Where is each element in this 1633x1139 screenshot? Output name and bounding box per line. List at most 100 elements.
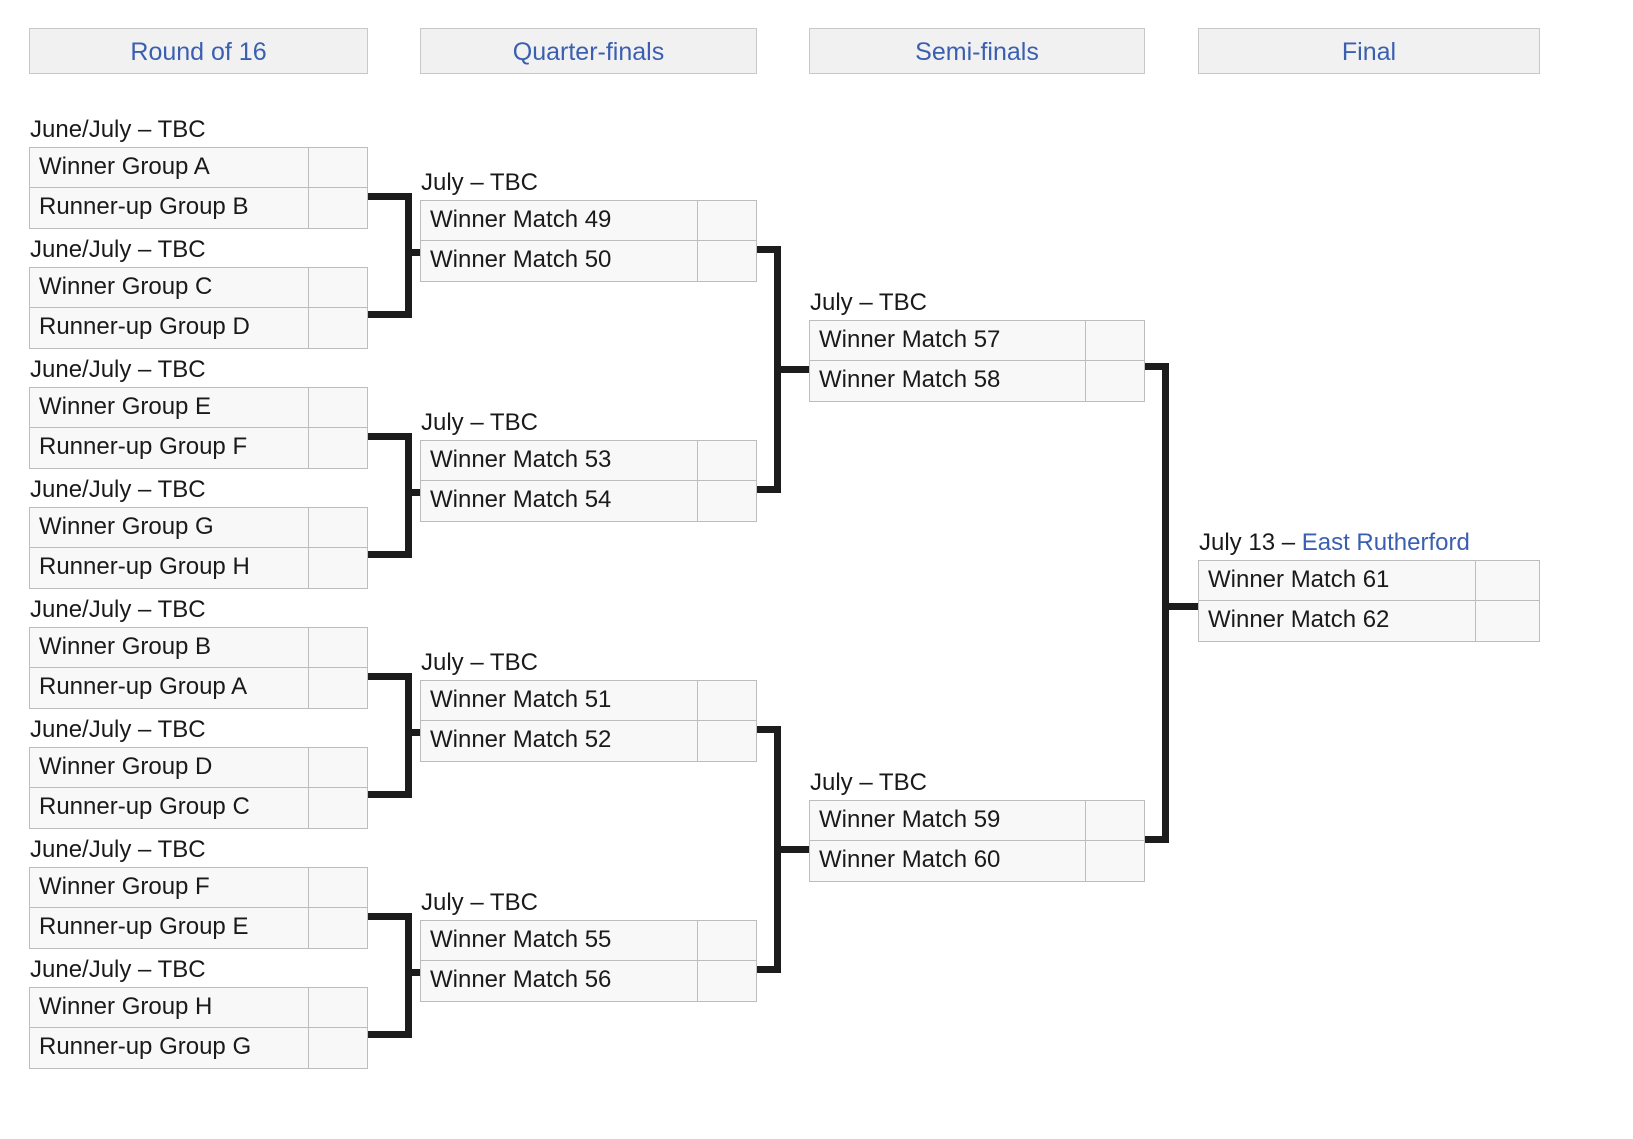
match-row[interactable]: Runner-up Group H xyxy=(30,548,367,588)
match-row[interactable]: Winner Match 59 xyxy=(810,801,1144,841)
score-cell xyxy=(698,721,756,761)
score-cell xyxy=(1086,321,1144,360)
match-date: June/July – TBC xyxy=(30,116,206,143)
score-cell xyxy=(309,308,367,348)
r16-to-qf-4-bottom-arm xyxy=(368,1031,412,1038)
match-row[interactable]: Runner-up Group D xyxy=(30,308,367,348)
team-name-cell: Winner Match 57 xyxy=(810,321,1086,360)
r16-to-qf-4-out-arm xyxy=(405,969,427,976)
score-cell xyxy=(309,188,367,228)
match-row[interactable]: Winner Match 49 xyxy=(421,201,756,241)
match-row[interactable]: Winner Match 58 xyxy=(810,361,1144,401)
match-row[interactable]: Winner Group C xyxy=(30,268,367,308)
match-row[interactable]: Winner Match 57 xyxy=(810,321,1144,361)
team-name-cell: Winner Match 61 xyxy=(1199,561,1476,600)
match-row[interactable]: Winner Group D xyxy=(30,748,367,788)
match-row[interactable]: Runner-up Group A xyxy=(30,668,367,708)
team-name-cell: Winner Group A xyxy=(30,148,309,187)
match-row[interactable]: Runner-up Group G xyxy=(30,1028,367,1068)
team-name-cell: Winner Match 52 xyxy=(421,721,698,761)
match-date: July – TBC xyxy=(421,409,538,436)
score-cell xyxy=(309,148,367,187)
match-row[interactable]: Winner Match 55 xyxy=(421,921,756,961)
round-header-1: Round of 16 xyxy=(29,28,368,74)
r16-to-qf-2-bottom-arm xyxy=(368,551,412,558)
team-name-cell: Winner Match 53 xyxy=(421,441,698,480)
score-cell xyxy=(309,788,367,828)
score-cell xyxy=(309,988,367,1027)
match-row[interactable]: Runner-up Group F xyxy=(30,428,367,468)
match-row[interactable]: Runner-up Group C xyxy=(30,788,367,828)
match-row[interactable]: Winner Group E xyxy=(30,388,367,428)
score-cell xyxy=(309,508,367,547)
score-cell xyxy=(309,268,367,307)
match-row[interactable]: Winner Match 54 xyxy=(421,481,756,521)
team-name-cell: Winner Match 59 xyxy=(810,801,1086,840)
score-cell xyxy=(698,441,756,480)
match-row[interactable]: Winner Group G xyxy=(30,508,367,548)
team-name-cell: Winner Match 50 xyxy=(421,241,698,281)
r16-to-qf-1-bottom-arm xyxy=(368,311,412,318)
score-cell xyxy=(309,868,367,907)
team-name-cell: Winner Group C xyxy=(30,268,309,307)
team-name-cell: Winner Group F xyxy=(30,868,309,907)
match-row[interactable]: Winner Group H xyxy=(30,988,367,1028)
team-name-cell: Winner Group G xyxy=(30,508,309,547)
r16-to-qf-1-out-arm xyxy=(405,249,427,256)
qf-to-sf-2-bottom-arm xyxy=(757,966,781,973)
score-cell xyxy=(309,748,367,787)
team-name-cell: Runner-up Group H xyxy=(30,548,309,588)
sf-to-final-out-arm xyxy=(1162,603,1204,610)
match-row[interactable]: Winner Match 53 xyxy=(421,441,756,481)
score-cell xyxy=(698,481,756,521)
match-row[interactable]: Winner Match 61 xyxy=(1199,561,1539,601)
team-name-cell: Winner Match 60 xyxy=(810,841,1086,881)
team-name-cell: Winner Match 54 xyxy=(421,481,698,521)
team-name-cell: Runner-up Group E xyxy=(30,908,309,948)
match-row[interactable]: Winner Group B xyxy=(30,628,367,668)
venue-link[interactable]: East Rutherford xyxy=(1301,529,1470,556)
match-row[interactable]: Winner Match 60 xyxy=(810,841,1144,881)
match-date-text: July 13 – xyxy=(1199,529,1302,556)
team-name-cell: Runner-up Group F xyxy=(30,428,309,468)
match-row[interactable]: Winner Match 52 xyxy=(421,721,756,761)
r16-to-qf-1-top-arm xyxy=(368,193,412,200)
team-name-cell: Winner Match 58 xyxy=(810,361,1086,401)
score-cell xyxy=(1086,841,1144,881)
match-date: July – TBC xyxy=(421,169,538,196)
team-name-cell: Winner Group D xyxy=(30,748,309,787)
match-row[interactable]: Winner Match 56 xyxy=(421,961,756,1001)
team-name-cell: Winner Match 62 xyxy=(1199,601,1476,641)
r16-to-qf-3-out-arm xyxy=(405,729,427,736)
match-row[interactable]: Runner-up Group B xyxy=(30,188,367,228)
team-name-cell: Winner Match 56 xyxy=(421,961,698,1001)
sf-to-final-top-arm xyxy=(1145,363,1169,370)
match-row[interactable]: Runner-up Group E xyxy=(30,908,367,948)
score-cell xyxy=(1476,601,1539,641)
match-row[interactable]: Winner Match 62 xyxy=(1199,601,1539,641)
match-row[interactable]: Winner Group F xyxy=(30,868,367,908)
qf-to-sf-1-top-arm xyxy=(757,246,781,253)
r16-to-qf-3-bottom-arm xyxy=(368,791,412,798)
match-row[interactable]: Winner Group A xyxy=(30,148,367,188)
match-row[interactable]: Winner Match 51 xyxy=(421,681,756,721)
team-name-cell: Winner Group H xyxy=(30,988,309,1027)
qf-to-sf-2-out-arm xyxy=(774,846,815,853)
match-row[interactable]: Winner Match 50 xyxy=(421,241,756,281)
score-cell xyxy=(309,628,367,667)
